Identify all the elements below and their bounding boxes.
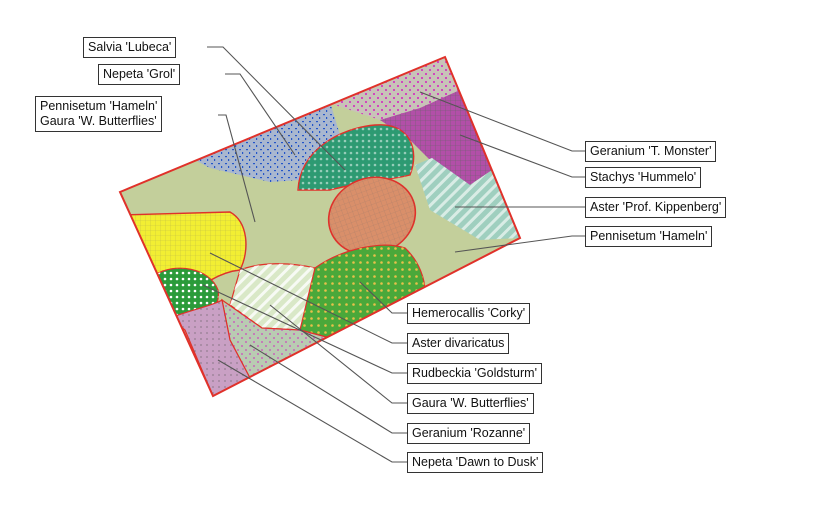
label-rudbeckia-goldsturm: Rudbeckia 'Goldsturm'	[407, 363, 542, 384]
label-gaura-butterflies-right: Gaura 'W. Butterflies'	[407, 393, 534, 414]
label-hemerocallis-corky: Hemerocallis 'Corky'	[407, 303, 531, 324]
label-pennisetum-hameln-left: Pennisetum 'Hameln'	[40, 99, 158, 113]
bed-outline	[118, 55, 522, 398]
leader-lines	[202, 46, 585, 463]
label-salvia-lubeca: Salvia 'Lubeca'	[83, 37, 177, 58]
label-geranium-rozanne: Geranium 'Rozanne'	[407, 423, 531, 444]
label-aster-divaricatus: Aster divaricatus	[407, 333, 510, 354]
label-stachys-hummelo: Stachys 'Hummelo'	[585, 167, 702, 188]
label-pennisetum-gaura-left: Pennisetum 'Hameln' Gaura 'W. Butterflie…	[35, 96, 163, 132]
label-gaura-butterflies-left: Gaura 'W. Butterflies'	[40, 114, 157, 128]
label-pennisetum-hameln-right: Pennisetum 'Hameln'	[585, 226, 713, 247]
label-aster-prof-kippenberg: Aster 'Prof. Kippenberg'	[585, 197, 727, 218]
label-nepeta-grol: Nepeta 'Grol'	[98, 64, 181, 85]
label-nepeta-dawn-to-dusk: Nepeta 'Dawn to Dusk'	[407, 452, 544, 473]
label-geranium-t-monster: Geranium 'T. Monster'	[585, 141, 717, 162]
